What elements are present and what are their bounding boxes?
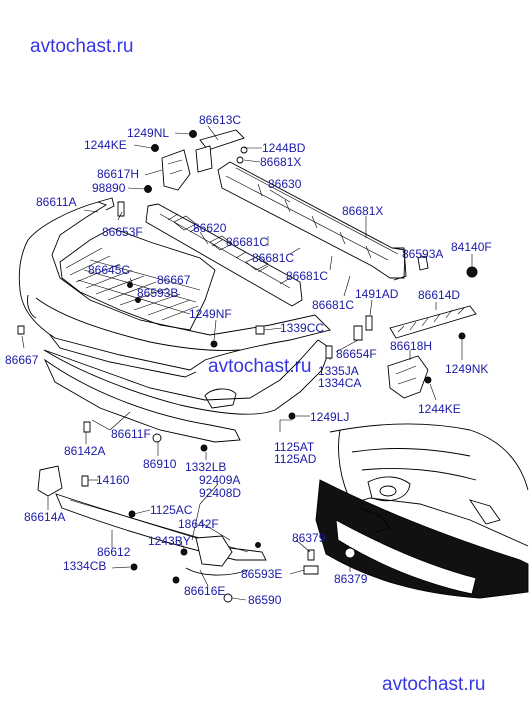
label-1249NL: 1249NL xyxy=(127,126,169,140)
label-86142A: 86142A xyxy=(64,444,105,458)
label-1335JA: 1335JA xyxy=(318,364,359,378)
bracket-86617H xyxy=(161,149,191,191)
label-1244BD: 1244BD xyxy=(262,141,306,155)
label-86681C-4: 86681C xyxy=(312,298,354,312)
energy-absorber-86620 xyxy=(145,203,303,307)
label-86613C: 86613C xyxy=(199,113,241,127)
label-1249NK: 1249NK xyxy=(445,362,488,376)
callout-labels: 86613C 1249NL 1244KE 1244BD 86681X 86617… xyxy=(5,113,492,607)
label-18642F: 18642F xyxy=(178,517,219,531)
label-1244KE: 1244KE xyxy=(84,138,127,152)
bumper-cover-86611A xyxy=(18,197,331,443)
label-86612: 86612 xyxy=(97,545,131,559)
label-86593B: 86593B xyxy=(137,286,178,300)
label-1339CC: 1339CC xyxy=(280,321,324,335)
label-84140F: 84140F xyxy=(451,240,492,254)
fasteners xyxy=(17,130,478,603)
label-86614D: 86614D xyxy=(418,288,460,302)
label-1334CA: 1334CA xyxy=(318,376,361,390)
label-1249NF: 1249NF xyxy=(189,307,232,321)
label-1244KE-2: 1244KE xyxy=(418,402,461,416)
label-86590: 86590 xyxy=(248,593,282,607)
watermark-bottom: avtochast.ru xyxy=(382,674,486,695)
label-1125AT: 1125AT xyxy=(274,440,315,454)
label-86617H: 86617H xyxy=(97,167,139,181)
label-86611A: 86611A xyxy=(36,195,76,209)
label-1491AD: 1491AD xyxy=(355,287,399,301)
label-1334CB: 1334CB xyxy=(63,559,106,573)
label-86593A: 86593A xyxy=(402,247,443,261)
label-92409A: 92409A xyxy=(199,473,240,487)
label-86667-2: 86667 xyxy=(5,353,39,367)
bracket-86614A xyxy=(37,465,63,497)
reflector-92409A xyxy=(185,535,249,576)
bracket-86613C xyxy=(195,129,245,173)
label-1249LJ: 1249LJ xyxy=(310,410,349,424)
label-86681X-1: 86681X xyxy=(260,155,301,169)
label-86620: 86620 xyxy=(193,221,227,235)
label-86681C-2: 86681C xyxy=(252,251,294,265)
bracket-86614D xyxy=(389,305,477,339)
watermark-mid: avtochast.ru xyxy=(208,356,312,377)
label-92408D: 92408D xyxy=(199,486,241,500)
label-86614A: 86614A xyxy=(24,510,65,524)
watermark-top: avtochast.ru xyxy=(30,36,134,57)
label-86379-2: 86379 xyxy=(334,572,368,586)
label-1125AD: 1125AD xyxy=(274,452,317,466)
label-1125AC: 1125AC xyxy=(150,503,193,517)
label-86667-1: 86667 xyxy=(157,273,191,287)
label-86616E: 86616E xyxy=(184,584,225,598)
label-86681C-3: 86681C xyxy=(286,269,328,283)
label-86645C: 86645C xyxy=(88,263,130,277)
label-86910: 86910 xyxy=(143,457,177,471)
label-86611F: 86611F xyxy=(111,427,151,441)
label-86681C-1: 86681C xyxy=(226,235,268,249)
vehicle-rear-view xyxy=(315,423,529,599)
label-86654F: 86654F xyxy=(336,347,377,361)
reinforcement-beam-86630 xyxy=(217,161,407,281)
label-86681X-2: 86681X xyxy=(342,204,383,218)
label-86630: 86630 xyxy=(268,177,302,191)
bracket-86618H xyxy=(387,355,429,399)
label-86379-1: 86379 xyxy=(292,531,326,545)
label-1243BY: 1243BY xyxy=(148,534,191,548)
label-14160: 14160 xyxy=(96,473,130,487)
leader-lines xyxy=(21,125,473,601)
label-86618H: 86618H xyxy=(390,339,432,353)
label-86653F: 86653F xyxy=(102,225,143,239)
label-86593E: 86593E xyxy=(241,567,282,581)
label-1332LB: 1332LB xyxy=(185,460,226,474)
label-98890: 98890 xyxy=(92,181,126,195)
